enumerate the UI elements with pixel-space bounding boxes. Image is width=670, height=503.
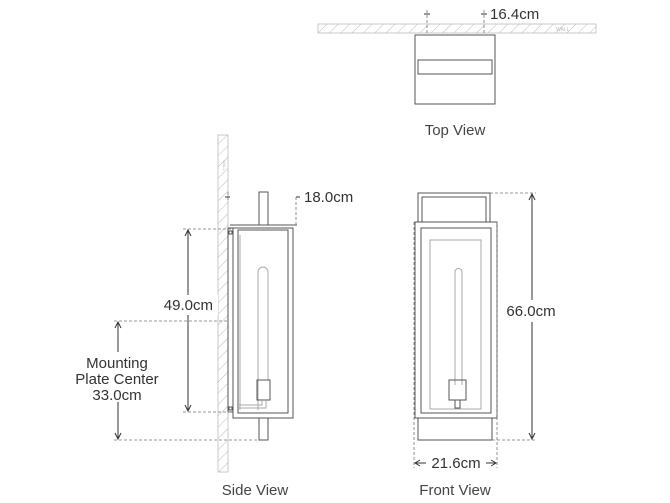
fixture-body xyxy=(232,227,294,419)
top-width-label: 16.4cm xyxy=(490,6,539,23)
bottom-rod xyxy=(258,417,269,441)
fixture-outline xyxy=(414,34,496,105)
side-view-title: Side View xyxy=(222,482,289,499)
glass-panel xyxy=(429,239,482,410)
mounting-line-2: Plate Center xyxy=(75,371,158,388)
mounting-plate xyxy=(227,227,234,413)
front-view: 66.0cm 21.6cm Front View xyxy=(413,192,562,499)
wall-label: WALL xyxy=(222,160,227,172)
side-depth-label: 18.0cm xyxy=(304,189,353,206)
side-view: WALL 18.0cm 49.0cm Mounting Plate Cente xyxy=(68,134,353,499)
mounting-line-3: 33.0cm xyxy=(92,387,141,404)
top-view-title: Top View xyxy=(425,122,486,139)
socket xyxy=(256,379,271,401)
front-height-label: 66.0cm xyxy=(506,303,555,320)
front-width-label: 21.6cm xyxy=(431,455,480,472)
fixture-body xyxy=(414,221,498,419)
plate-height-label: 49.0cm xyxy=(164,297,213,314)
wall-label: WALL xyxy=(556,27,570,33)
socket xyxy=(448,379,467,401)
top-view: WALL 16.4cm Top View xyxy=(317,6,597,139)
bottom-cap xyxy=(417,417,493,441)
bulb xyxy=(257,266,269,410)
fixture-slot xyxy=(417,59,493,75)
wall-hatch xyxy=(217,134,229,473)
front-view-title: Front View xyxy=(419,482,491,499)
top-rod xyxy=(258,191,269,226)
bulb xyxy=(454,268,463,385)
mounting-line-1: Mounting xyxy=(86,355,148,372)
wall-hatch xyxy=(317,23,597,34)
